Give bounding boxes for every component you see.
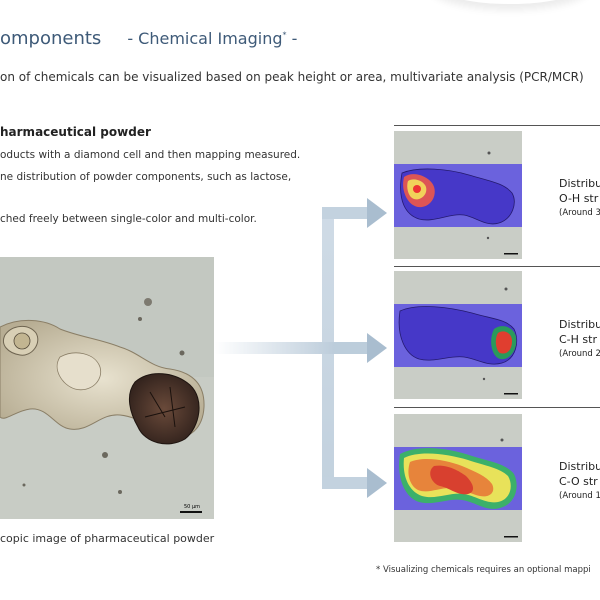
branch-arrows xyxy=(215,198,387,498)
scale-bar xyxy=(180,511,202,513)
divider-2 xyxy=(394,266,600,267)
map-1-title: Distribu xyxy=(559,177,600,190)
arrowhead-2 xyxy=(367,333,387,363)
photo-caption: copic image of pharmaceutical powder xyxy=(0,532,215,545)
intro-text: on of chemicals can be visualized based … xyxy=(0,70,584,84)
map-2-range: (Around 2 xyxy=(559,349,600,359)
arrow-branch-1 xyxy=(322,207,370,219)
map-1-label: Distribu O-H str (Around 3 xyxy=(559,176,600,221)
map-2-label: Distribu C-H str (Around 2 xyxy=(559,317,600,362)
map-3-range: (Around 1 xyxy=(559,491,600,501)
co-distribution-map xyxy=(394,414,522,542)
page-title: omponents - Chemical Imaging* - xyxy=(0,28,297,49)
map-3-label: Distribu C-O str (Around 1 xyxy=(559,459,600,504)
section-line-1: oducts with a diamond cell and then mapp… xyxy=(0,149,301,161)
divider-3 xyxy=(394,407,600,408)
arrowhead-1 xyxy=(367,198,387,228)
map-2-title: Distribu xyxy=(559,318,600,331)
arrowhead-3 xyxy=(367,468,387,498)
microscope-image: 50 μm xyxy=(0,257,214,519)
footnote: * Visualizing chemicals requires an opti… xyxy=(376,565,591,575)
scale-bar-label: 50 μm xyxy=(184,504,200,510)
oh-distribution-map xyxy=(394,131,522,259)
section-heading: harmaceutical powder xyxy=(0,125,151,139)
decorative-arc xyxy=(430,0,590,4)
map-3-band: C-O str xyxy=(559,475,598,488)
map-1-band: O-H str xyxy=(559,192,599,205)
map-1-range: (Around 3 xyxy=(559,208,600,218)
divider-1 xyxy=(394,125,600,126)
powder-photo-illustration: 50 μm xyxy=(0,257,214,519)
map-2-band: C-H str xyxy=(559,333,597,346)
arrow-input xyxy=(215,342,340,354)
map-3-title: Distribu xyxy=(559,460,600,473)
arrow-branch-2 xyxy=(334,342,370,354)
title-subtitle: - Chemical Imaging* - xyxy=(127,29,298,48)
section-line-2: ne distribution of powder components, su… xyxy=(0,171,292,183)
title-text: omponents xyxy=(0,28,102,49)
section-line-3: ched freely between single-color and mul… xyxy=(0,213,257,225)
ch-distribution-map xyxy=(394,271,522,399)
arrow-branch-3 xyxy=(322,477,370,489)
